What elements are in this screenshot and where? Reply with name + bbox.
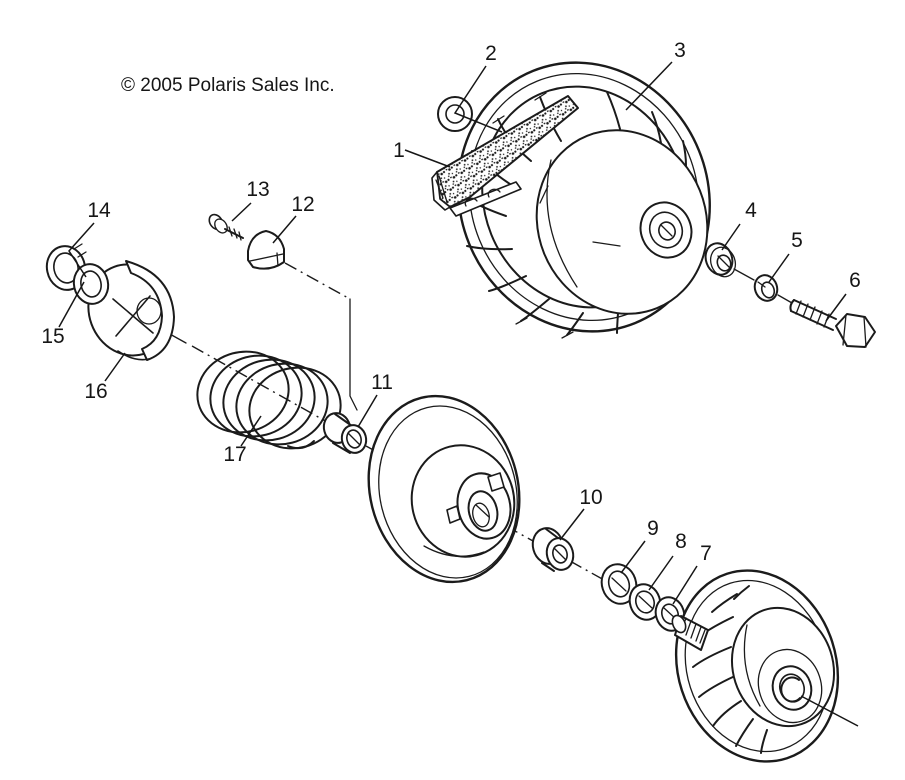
callout-14: 14 <box>87 199 111 222</box>
lower-clutch <box>671 569 859 763</box>
callout-2: 2 <box>485 42 497 65</box>
callout-15: 15 <box>41 325 64 348</box>
part-8-washer <box>628 583 662 621</box>
part-5-lock-washer <box>753 274 779 302</box>
part-13-screw <box>208 213 244 241</box>
part-6-bolt <box>789 299 876 348</box>
callout-5: 5 <box>791 229 803 252</box>
callout-7: 7 <box>700 542 712 565</box>
callout-1: 1 <box>393 139 405 162</box>
hub-leader-line <box>800 695 859 727</box>
callout-13: 13 <box>246 178 269 201</box>
part-3-clutch <box>456 61 711 339</box>
callout-4: 4 <box>745 199 757 222</box>
callout-9: 9 <box>647 517 659 540</box>
clutch-hub <box>639 201 693 259</box>
callout-8: 8 <box>675 530 687 553</box>
part-15-washer <box>72 263 110 305</box>
lower-clutch-shaft <box>671 614 709 651</box>
part-11-bushing <box>322 412 368 454</box>
part-2-washer <box>437 96 473 132</box>
part-4-washer <box>704 242 737 278</box>
part-16-cam <box>87 260 175 361</box>
callout-11: 11 <box>371 371 393 394</box>
part-17-spring <box>196 350 342 450</box>
callout-3: 3 <box>674 39 686 62</box>
callout-12: 12 <box>291 193 314 216</box>
callout-16: 16 <box>84 380 107 403</box>
movable-sheave-disc <box>367 394 521 584</box>
copyright-text: © 2005 Polaris Sales Inc. <box>121 75 335 96</box>
part-1-pad <box>431 95 579 217</box>
part-9-washer <box>600 563 638 605</box>
leader-lines <box>58 61 847 605</box>
callout-17: 17 <box>223 443 246 466</box>
part-10-bushing <box>531 527 575 572</box>
clutch-fins <box>456 91 687 339</box>
callout-labels: © 2005 Polaris Sales Inc. 1 2 3 4 5 6 7 … <box>41 39 861 565</box>
callout-10: 10 <box>579 486 602 509</box>
callout-6: 6 <box>849 269 861 292</box>
